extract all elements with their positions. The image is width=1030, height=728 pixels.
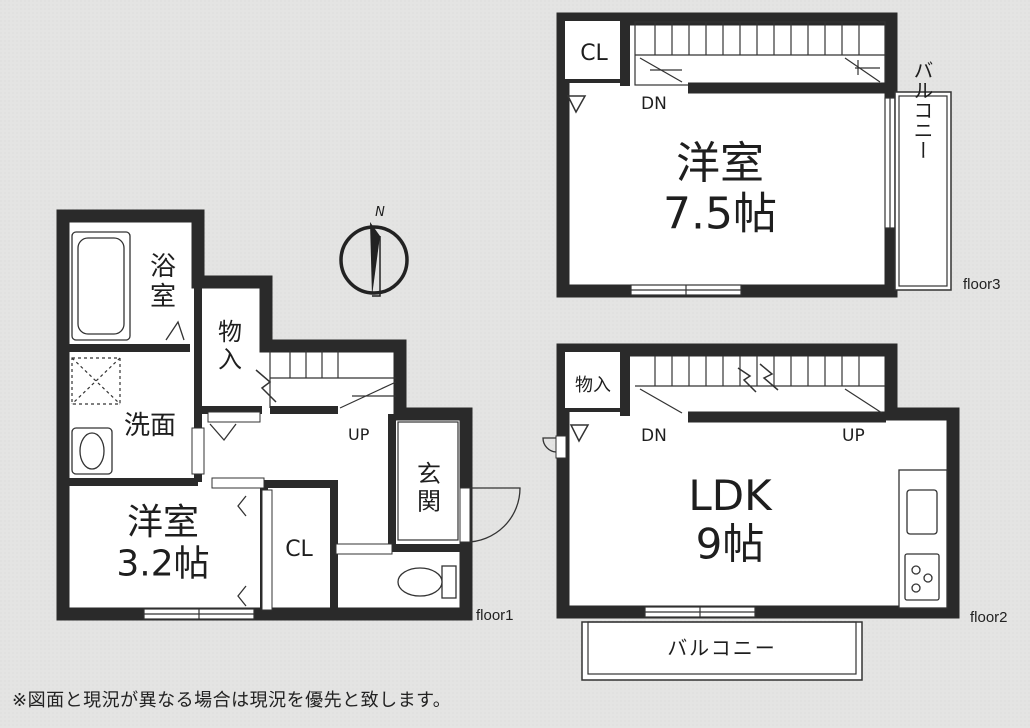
floor-label: floor1: [476, 607, 514, 624]
closet-label: CL: [285, 537, 313, 562]
stairs-up-label: UP: [348, 425, 370, 444]
entrance-label: 玄関: [417, 460, 441, 516]
washing-machine: [71, 357, 121, 405]
bathtub: [71, 231, 131, 341]
stairs-up-label: UP: [842, 426, 865, 446]
closet: [561, 17, 627, 83]
north-arrow-icon: N: [339, 205, 409, 297]
bath-label: 浴室: [150, 252, 176, 312]
window: [143, 608, 255, 620]
floor-label: floor2: [970, 609, 1008, 626]
washroom-label: 洗面: [124, 411, 176, 441]
staircase-floor1: [255, 350, 397, 409]
disclaimer-note: ※図面と現況が異なる場合は現況を優先と致します。: [12, 690, 452, 711]
storage-label: 物入: [575, 375, 611, 396]
storage-label: 物入: [218, 318, 242, 374]
door-swing-icon: [165, 320, 185, 341]
closet-door-icon: [566, 95, 587, 114]
stairs-down-label: DN: [641, 94, 667, 114]
floor-label: floor3: [963, 276, 1001, 293]
door-icon: [542, 437, 557, 453]
toilet: [397, 565, 457, 599]
storage: [561, 348, 627, 412]
window: [884, 97, 896, 229]
wash-basin: [71, 427, 113, 475]
closet-door-icon: [237, 585, 247, 607]
closet-door-icon: [237, 495, 247, 517]
balcony-label: バルコニー: [667, 636, 777, 660]
balcony: [894, 91, 952, 291]
window: [644, 606, 756, 618]
staircase-floor2: [635, 356, 886, 423]
staircase-floor3: [634, 21, 886, 94]
stove-icon: [904, 553, 940, 601]
north-label: N: [375, 205, 385, 220]
sink-icon: [906, 489, 938, 535]
kitchen-counter: [898, 469, 948, 609]
closet-door-icon: [569, 424, 590, 443]
closet-door-icon: [209, 423, 237, 442]
balcony-label: バルコニー: [910, 60, 934, 160]
door-icon: [465, 487, 521, 543]
closet-label: CL: [580, 41, 608, 66]
window: [630, 284, 742, 296]
stairs-down-label: DN: [641, 426, 667, 446]
